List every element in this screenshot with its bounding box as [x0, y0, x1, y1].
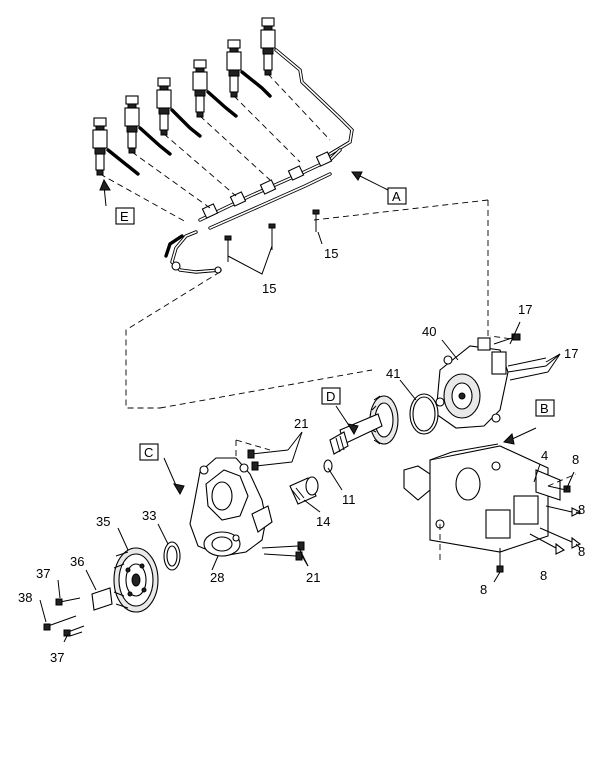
callout-4: 4: [541, 448, 548, 463]
callout-17: 17: [518, 302, 532, 317]
callout-21: 21: [306, 570, 320, 585]
view-label-d: D: [326, 389, 335, 404]
callout-37: 37: [36, 566, 50, 581]
callout-38: 38: [18, 590, 32, 605]
fuel-injectors: [92, 17, 276, 176]
injector: [92, 117, 108, 176]
callout-21: 21: [294, 416, 308, 431]
leader-lines: [39, 231, 581, 643]
callout-8: 8: [572, 452, 579, 467]
leak-off-lines: [106, 48, 354, 176]
callout-41: 41: [386, 366, 400, 381]
snap-ring: [323, 459, 333, 473]
crankshaft-pulley: [113, 547, 159, 613]
callout-11: 11: [342, 492, 356, 507]
view-label-c: C: [144, 445, 153, 460]
injector: [124, 95, 140, 154]
callout-40: 40: [422, 324, 436, 339]
callout-36: 36: [70, 554, 84, 569]
callout-37: 37: [50, 650, 64, 665]
pump-carrier-bracket: [403, 443, 582, 573]
callout-numbers: 15 15 17 17 40 41 21 11 14 4 8 8 8 8 8 2…: [18, 246, 585, 665]
callout-28: 28: [210, 570, 224, 585]
view-label-e: E: [120, 209, 129, 224]
view-label-b: B: [540, 401, 549, 416]
injector: [156, 77, 172, 136]
callout-8: 8: [480, 582, 487, 597]
callout-33: 33: [142, 508, 156, 523]
callout-17: 17: [564, 346, 578, 361]
callout-8: 8: [578, 502, 585, 517]
seal: [163, 541, 181, 571]
callout-8: 8: [578, 544, 585, 559]
fuel-rail-assembly: [164, 148, 342, 274]
injector: [192, 59, 208, 118]
front-cover-housing: [189, 449, 305, 561]
callout-15: 15: [324, 246, 338, 261]
high-pressure-pump: [435, 333, 549, 429]
callout-8: 8: [540, 568, 547, 583]
injector: [260, 17, 276, 76]
pulley-bracket: [91, 587, 113, 611]
view-label-a: A: [392, 189, 401, 204]
view-arrows: [99, 171, 537, 496]
pulley-bolts: [43, 597, 85, 637]
injector: [226, 39, 242, 98]
callout-14: 14: [316, 514, 330, 529]
callout-35: 35: [96, 514, 110, 529]
coupling: [289, 476, 319, 505]
callout-15: 15: [262, 281, 276, 296]
drive-gear-shaft: [329, 395, 399, 455]
view-letter-boxes: A B C D E: [115, 187, 555, 461]
